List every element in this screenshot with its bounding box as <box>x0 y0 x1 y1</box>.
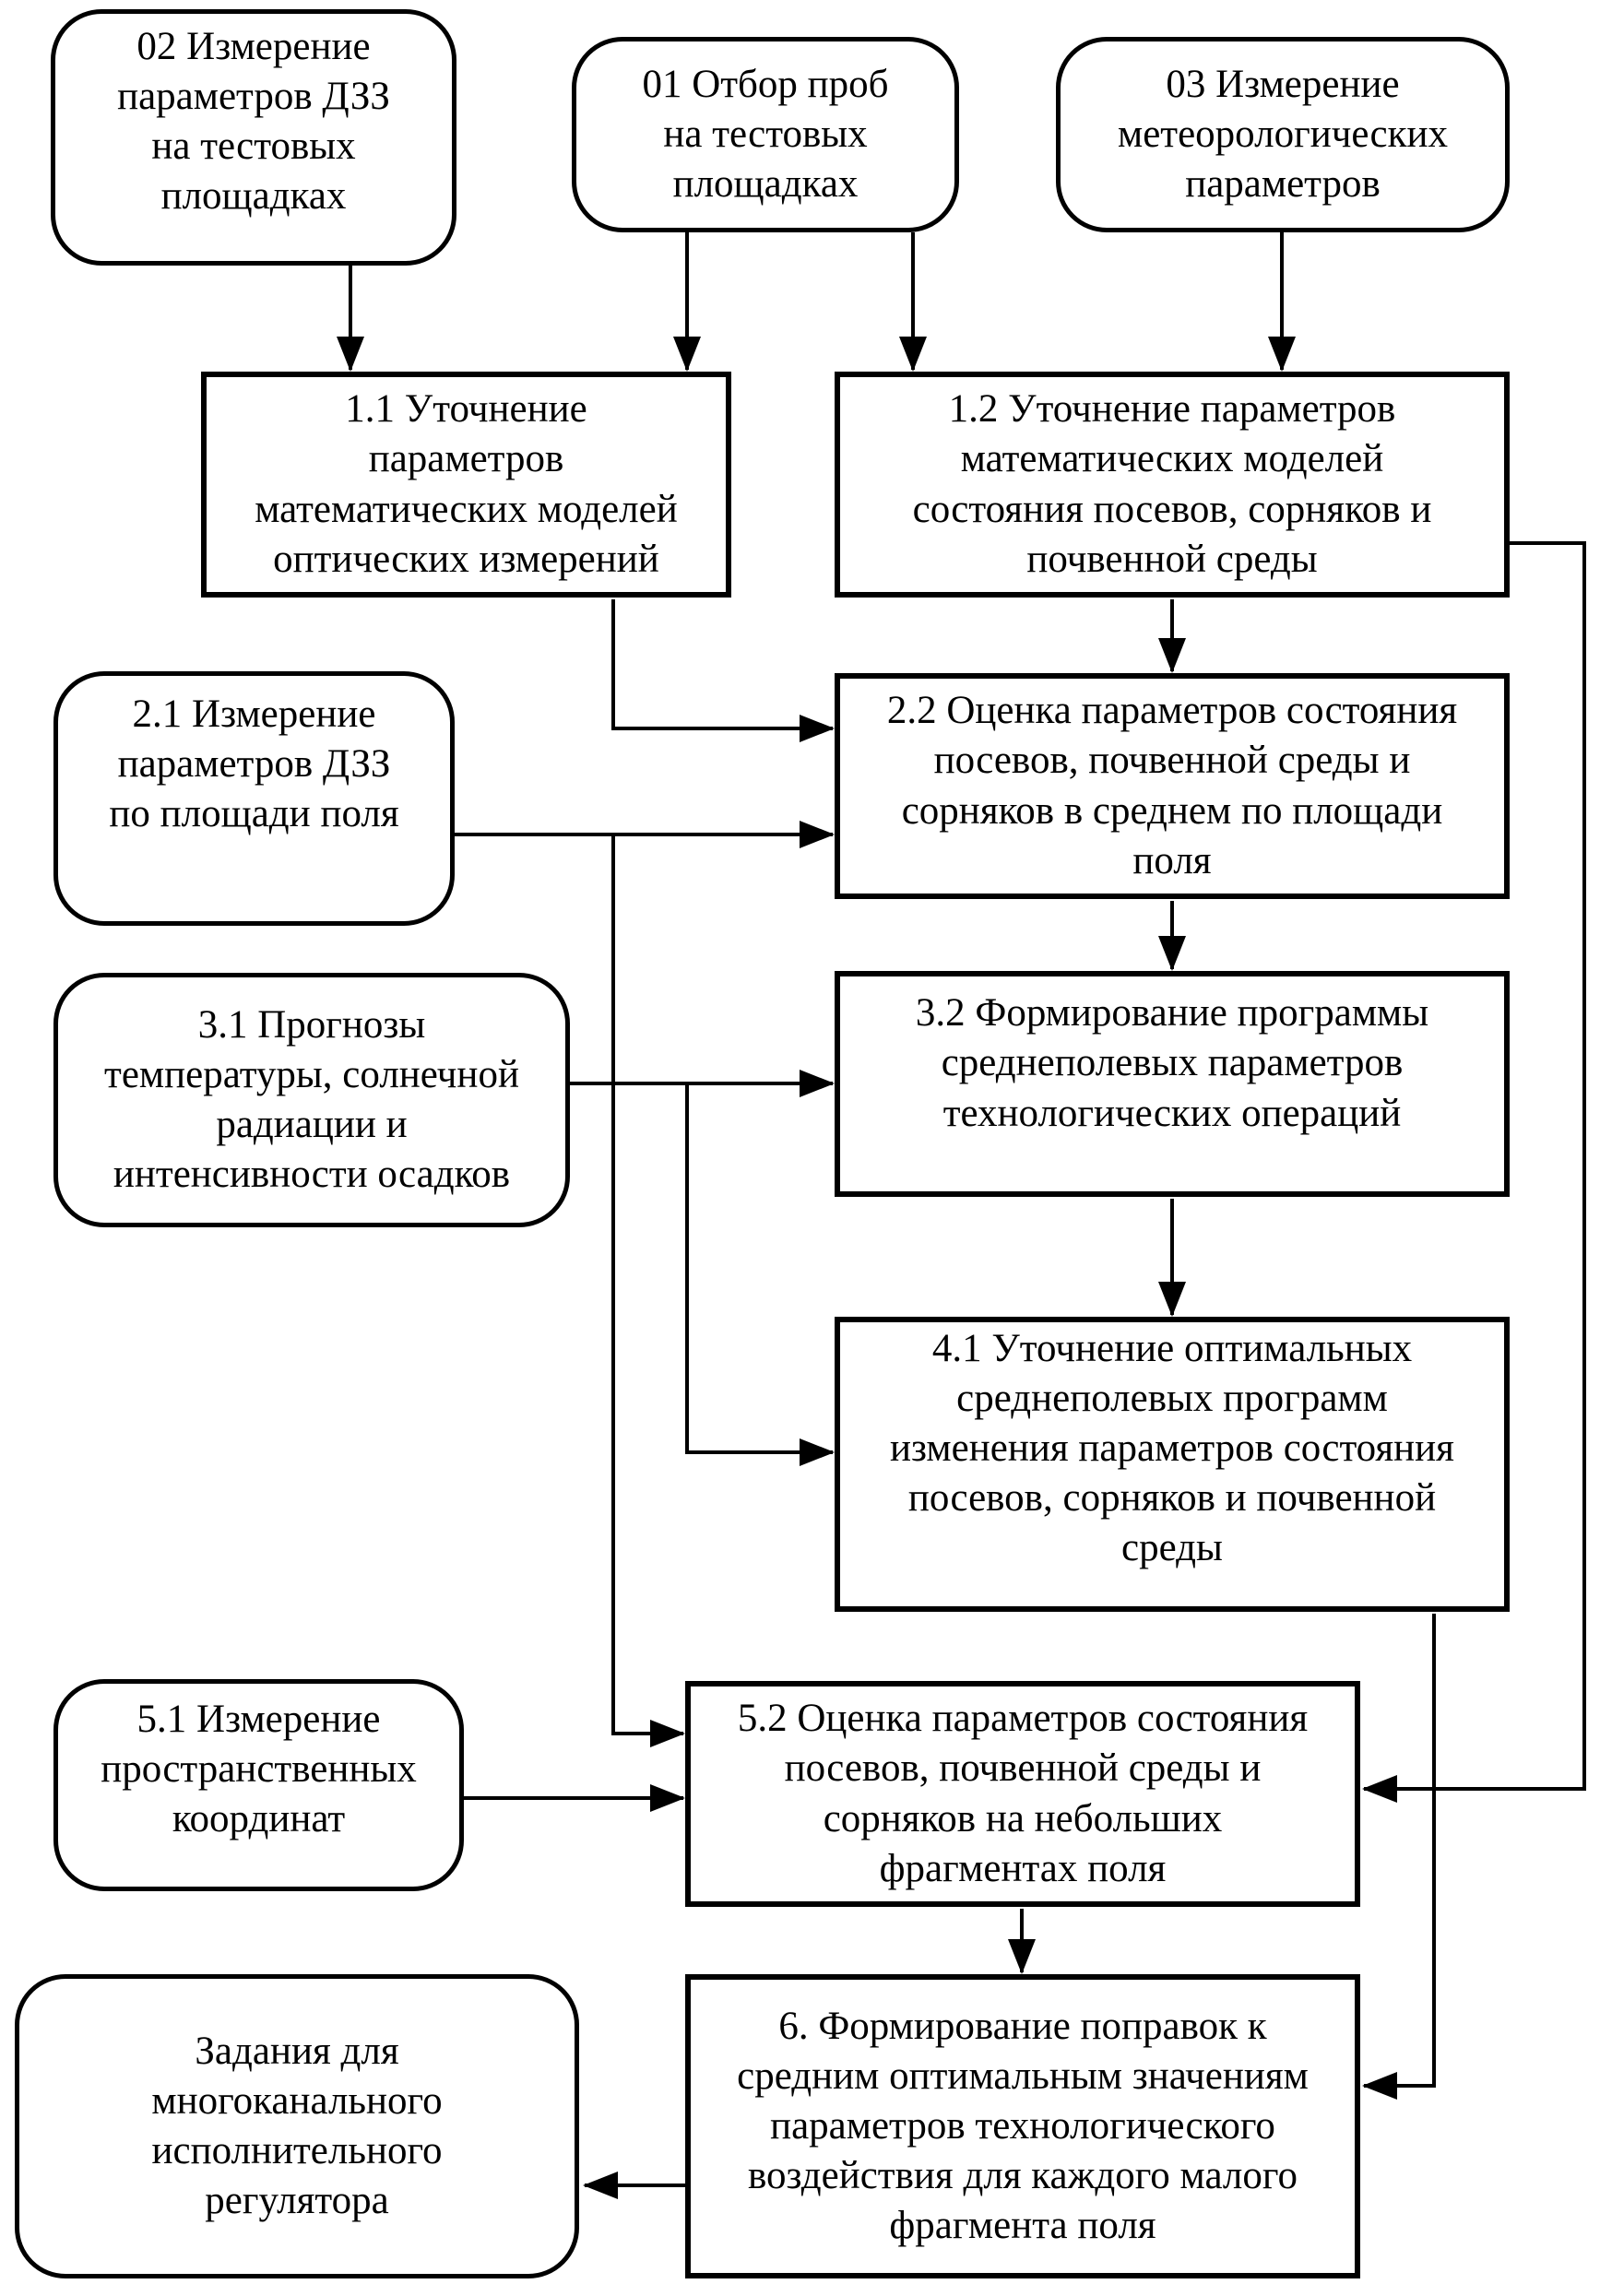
box-03-meteorological-params: 03 Измерение метеорологических параметро… <box>1056 37 1510 232</box>
box-1-1-refine-optical-models: 1.1 Уточнение параметров математических … <box>201 372 731 598</box>
box-3-2-program-formation: 3.2 Формирование программы среднеполевых… <box>835 971 1510 1197</box>
box-6-corrections-formation: 6. Формирование поправок к средним оптим… <box>685 1974 1360 2278</box>
box-output-regulator-tasks: Задания для многоканального исполнительн… <box>15 1974 579 2278</box>
box-01-sampling-test-plots: 01 Отбор проб на тестовых площадках <box>572 37 959 232</box>
box-1-2-refine-state-models: 1.2 Уточнение параметров математических … <box>835 372 1510 598</box>
connector-1-2-to-5-2-right <box>1362 541 1586 1803</box>
box-02-remote-sensing-test-plots: 02 Измерение параметров ДЗЗ на тестовых … <box>51 9 456 266</box>
connector-2-1-branch-to-5-2 <box>611 834 685 1747</box>
box-2-2-average-field-estimate: 2.2 Оценка параметров состояния посевов,… <box>835 673 1510 899</box>
box-2-1-field-remote-sensing: 2.1 Измерение параметров ДЗЗ по площади … <box>53 671 455 926</box>
box-3-1-weather-forecasts: 3.1 Прогнозы температуры, солнечной ради… <box>53 973 570 1227</box>
box-5-1-spatial-coordinates: 5.1 Измерение пространственных координат <box>53 1679 464 1891</box>
box-5-2-fragment-estimate: 5.2 Оценка параметров состояния посевов,… <box>685 1681 1360 1907</box>
connector-4-1-to-6-right <box>1362 1614 1436 2100</box>
connector-3-1-branch-to-4-1 <box>685 1083 835 1466</box>
connector-1-1-to-2-2 <box>611 599 835 742</box>
box-4-1-refine-optimal-programs: 4.1 Уточнение оптимальных среднеполевых … <box>835 1317 1510 1612</box>
